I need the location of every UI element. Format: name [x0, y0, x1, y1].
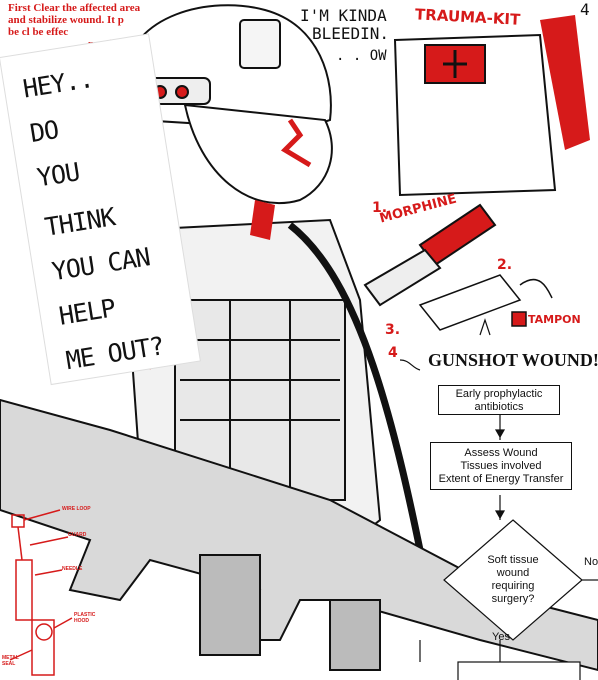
speech-line-3: YOU [34, 157, 82, 193]
bleeding-note-line-1: I'M KINDA [300, 6, 387, 25]
handwritten-arrows [399, 318, 491, 371]
flowchart-step-assess-line-1: Assess Wound [464, 447, 538, 459]
flowchart-step-antibiotics-line-2: antibiotics [474, 401, 524, 413]
speech-line-4: THINK [42, 202, 117, 242]
flowchart-step-assess: Assess Wound Tissues involved Extent of … [430, 442, 572, 490]
flowchart-decision-line-4: surgery? [491, 593, 535, 605]
syringe-label-wire-loop: WIRE LOOP [62, 506, 91, 512]
flowchart-step-assess-line-3: Extent of Energy Transfer [438, 473, 564, 485]
syringe-label-needle: NEEDLE [62, 566, 83, 572]
flowchart-shapes [419, 410, 598, 680]
flowchart-decision-line-3: requiring [491, 580, 535, 592]
speech-line-5: YOU CAN [49, 242, 152, 287]
tampon-drawing [418, 274, 553, 331]
instruction-line-3: be cl be effec [8, 26, 69, 38]
flowchart-decision-line-1: Soft tissue [487, 554, 539, 566]
syringe-label-guard: GUARD [68, 532, 87, 538]
instruction-line-1: First Clear the affected area [8, 2, 141, 14]
rifle-drawing [0, 398, 598, 672]
flowchart-yes-label: Yes [492, 631, 510, 643]
morphine-injector-drawing [363, 203, 497, 307]
flowchart-step-antibiotics-line-1: Early prophylactic [455, 388, 543, 400]
flowchart-no-label: No [584, 556, 598, 568]
instruction-line-2: and stabilize wound. It p [8, 14, 124, 26]
item-number-1: 1. [372, 200, 388, 216]
flowchart-decision: Soft tissue wound requiring surgery? [465, 554, 561, 606]
item-number-4: 4 [388, 345, 398, 361]
item-number-3: 3. [385, 322, 401, 338]
syringe-diagram [9, 509, 73, 676]
syringe-label-plastic-hood: PLASTIC HOOD [74, 612, 96, 624]
bleeding-note-line-2: BLEEDIN. [312, 24, 390, 43]
syringe-label-metal-seal: METAL SEAL [2, 655, 19, 667]
flowchart-title: GUNSHOT WOUND! [428, 350, 598, 370]
flowchart-step-assess-line-2: Tissues involved [460, 460, 542, 472]
flowchart-step-antibiotics: Early prophylactic antibiotics [438, 385, 560, 415]
tampon-label: TAMPON [528, 313, 581, 326]
trauma-kit-drawing [393, 15, 590, 197]
item-number-2: 2. [497, 257, 513, 273]
speech-line-1: HEY.. [20, 63, 95, 104]
corner-number: 4 [580, 0, 590, 19]
speech-line-2: DO [27, 114, 61, 149]
flowchart-decision-line-2: wound [496, 567, 530, 579]
speech-line-6: HELP [56, 293, 117, 331]
ow-note: . . OW [336, 48, 387, 64]
